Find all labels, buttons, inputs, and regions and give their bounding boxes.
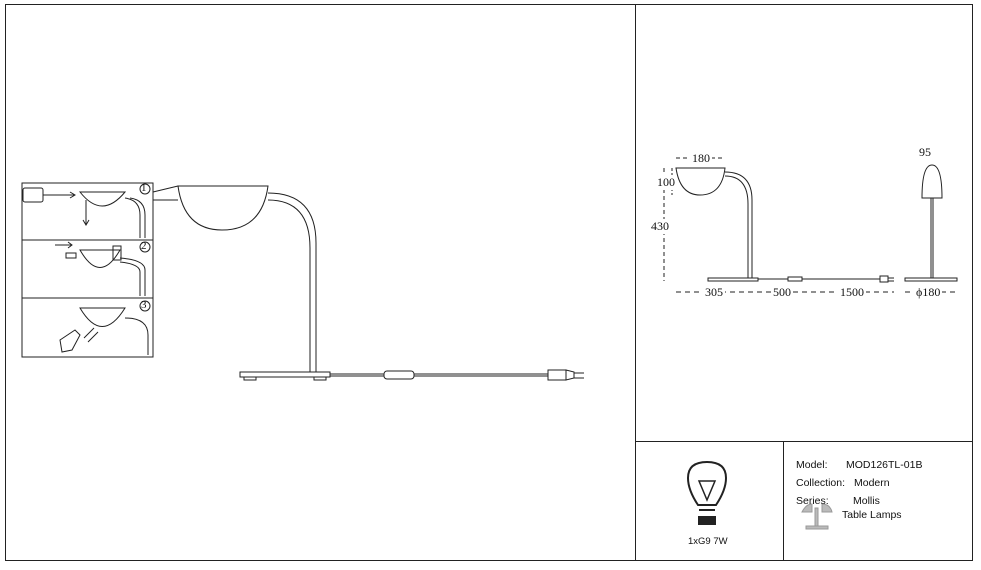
step-2-label: 2 <box>141 240 147 252</box>
dim-shade-width: 180 <box>690 151 712 166</box>
light-bulb-icon <box>686 460 728 525</box>
step-1-label: 1 <box>141 182 147 194</box>
step-1-illustration <box>22 187 146 238</box>
dim-total-height: 430 <box>651 219 669 234</box>
bulb-spec: 1xG9 7W <box>688 536 728 547</box>
collection-label: Collection: <box>796 477 846 489</box>
step-2-illustration <box>55 241 146 296</box>
series-value: Mollis <box>853 495 880 507</box>
dim-shade-height: 100 <box>657 175 675 190</box>
model-value: MOD126TL-01B <box>846 459 923 471</box>
front-view <box>904 164 958 293</box>
model-label: Model: <box>796 459 828 471</box>
collection-value: Modern <box>854 477 890 489</box>
table-lamp-icon <box>801 503 833 530</box>
side-view <box>663 157 894 293</box>
main-lamp-view <box>177 185 584 381</box>
divider-info <box>635 441 973 442</box>
type-value: Table Lamps <box>842 509 902 521</box>
step-3-label: 3 <box>141 299 147 311</box>
dim-base-diameter: ϕ180 <box>914 285 943 300</box>
dim-base-2: 500 <box>771 285 793 300</box>
step-3-illustration <box>59 307 149 355</box>
dim-base-1: 305 <box>703 285 725 300</box>
divider-bulb <box>783 441 784 561</box>
dim-front-shade: 95 <box>919 145 931 159</box>
divider-main <box>635 4 636 561</box>
assembly-steps-panel <box>21 182 179 358</box>
drawing-frame <box>5 4 973 561</box>
series-label: Series: <box>796 495 829 507</box>
dim-cord: 1500 <box>838 285 866 300</box>
